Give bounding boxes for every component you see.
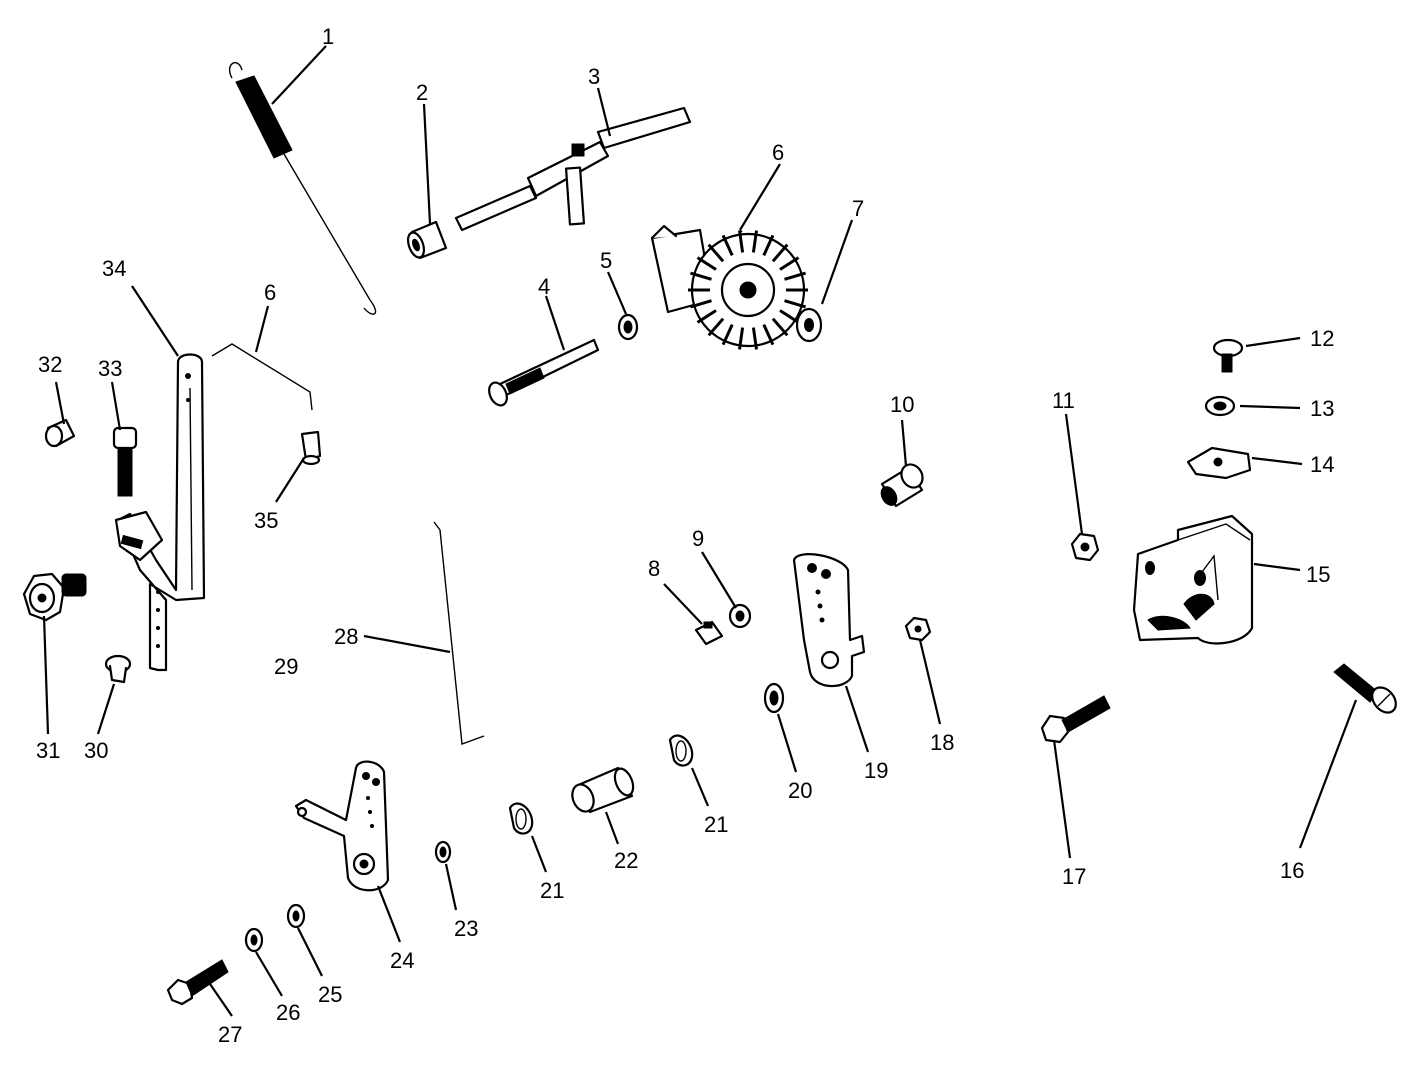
gear-tooth: [721, 323, 734, 346]
callout-12: 12: [1310, 326, 1334, 351]
part-30-nut: [104, 654, 132, 684]
callout-33: 33: [98, 356, 122, 381]
callout-6-rod: 6: [264, 280, 276, 305]
part-6-gear: [650, 224, 808, 350]
part-13-washer: [1204, 395, 1236, 417]
gear-tooth: [689, 299, 712, 309]
part-35-pin: [300, 430, 322, 466]
callout-20: 20: [788, 778, 812, 803]
gear-tooth: [779, 309, 800, 324]
gear-tooth: [738, 327, 745, 350]
callout-3: 3: [588, 64, 600, 89]
callout-13: 13: [1310, 396, 1334, 421]
part-28-link-rod: [433, 521, 485, 745]
gear-tooth: [779, 256, 800, 271]
callout-19: 19: [864, 758, 888, 783]
gear-tooth: [696, 309, 717, 324]
callout-15: 15: [1306, 562, 1330, 587]
callout-18: 18: [930, 730, 954, 755]
part-15-bracket: [1132, 514, 1254, 645]
part-25-washer: [286, 903, 306, 929]
callout-27: 27: [218, 1022, 242, 1047]
callout-29: 29: [274, 654, 298, 679]
gear-tooth: [751, 327, 758, 350]
part-31-plug: [22, 572, 87, 622]
callout-6: 6: [772, 140, 784, 165]
part-3-shaft: [454, 106, 692, 232]
part-6-bent-rod: [211, 343, 313, 411]
gear-tooth: [707, 243, 725, 263]
gear-tooth: [707, 317, 725, 337]
callout-17: 17: [1062, 864, 1086, 889]
callout-11: 11: [1052, 388, 1075, 413]
gear-tooth: [771, 243, 789, 263]
part-20-washer: [763, 682, 785, 714]
gear-tooth: [696, 256, 717, 271]
callout-26: 26: [276, 1000, 300, 1025]
part-4-bolt: [488, 338, 600, 407]
part-16-bolt: [1333, 663, 1397, 714]
callout-30: 30: [84, 738, 108, 763]
part-32-nut: [44, 418, 76, 448]
gear-tooth: [784, 271, 807, 281]
callout-1: 1: [322, 24, 334, 49]
part-14-clip: [1186, 446, 1252, 480]
part-2-bushing: [406, 220, 448, 260]
part-7-washer: [795, 307, 823, 343]
callout-numbers: 1 2 3 4 5 6 7 6 34 32 33 35 31 30 29 28 …: [36, 24, 1334, 1047]
callout-5: 5: [600, 248, 612, 273]
callout-21-lower: 21: [540, 878, 564, 903]
part-5-washer: [617, 313, 639, 341]
part-21-oring-lower: [508, 802, 534, 835]
callout-14: 14: [1310, 452, 1334, 477]
part-10-bushing: [880, 463, 924, 508]
part-22-roller: [571, 766, 635, 814]
gear-tooth: [751, 230, 758, 253]
gear-tooth: [784, 299, 807, 309]
part-17-bolt: [1040, 695, 1111, 744]
part-26-washer: [244, 927, 264, 953]
part-8-screw: [694, 620, 724, 646]
callout-25: 25: [318, 982, 342, 1007]
part-24-lever: [294, 760, 390, 892]
callout-35: 35: [254, 508, 278, 533]
part-19-lever: [792, 553, 866, 688]
leader-lines: [42, 45, 1358, 1017]
part-12-screw: [1212, 338, 1244, 373]
callout-23: 23: [454, 916, 478, 941]
callout-22: 22: [614, 848, 638, 873]
part-1-spring: [228, 62, 377, 315]
callout-24: 24: [390, 948, 414, 973]
part-21-oring-upper: [668, 734, 694, 767]
part-33-screw: [112, 426, 138, 497]
callout-28: 28: [334, 624, 358, 649]
callout-32: 32: [38, 352, 62, 377]
gear-tooth: [762, 323, 775, 346]
part-34-lever-plate: [114, 353, 206, 672]
gear-tooth: [689, 271, 712, 281]
part-18-nut: [904, 616, 932, 642]
callout-34: 34: [102, 256, 126, 281]
part-9-washer: [728, 603, 752, 629]
callout-4: 4: [538, 274, 550, 299]
part-27-bolt: [166, 959, 229, 1006]
part-11-nut: [1070, 532, 1100, 562]
callout-7: 7: [852, 196, 864, 221]
callout-10: 10: [890, 392, 914, 417]
callout-31: 31: [36, 738, 60, 763]
gear-tooth: [771, 317, 789, 337]
callout-21-upper: 21: [704, 812, 728, 837]
gear-tooth: [738, 230, 745, 253]
part-23-washer: [434, 840, 452, 864]
gear-tooth: [721, 234, 734, 257]
callout-9: 9: [692, 526, 704, 551]
callout-16: 16: [1280, 858, 1304, 883]
callout-2: 2: [416, 80, 428, 105]
callout-8: 8: [648, 556, 660, 581]
gear-tooth: [762, 234, 775, 257]
